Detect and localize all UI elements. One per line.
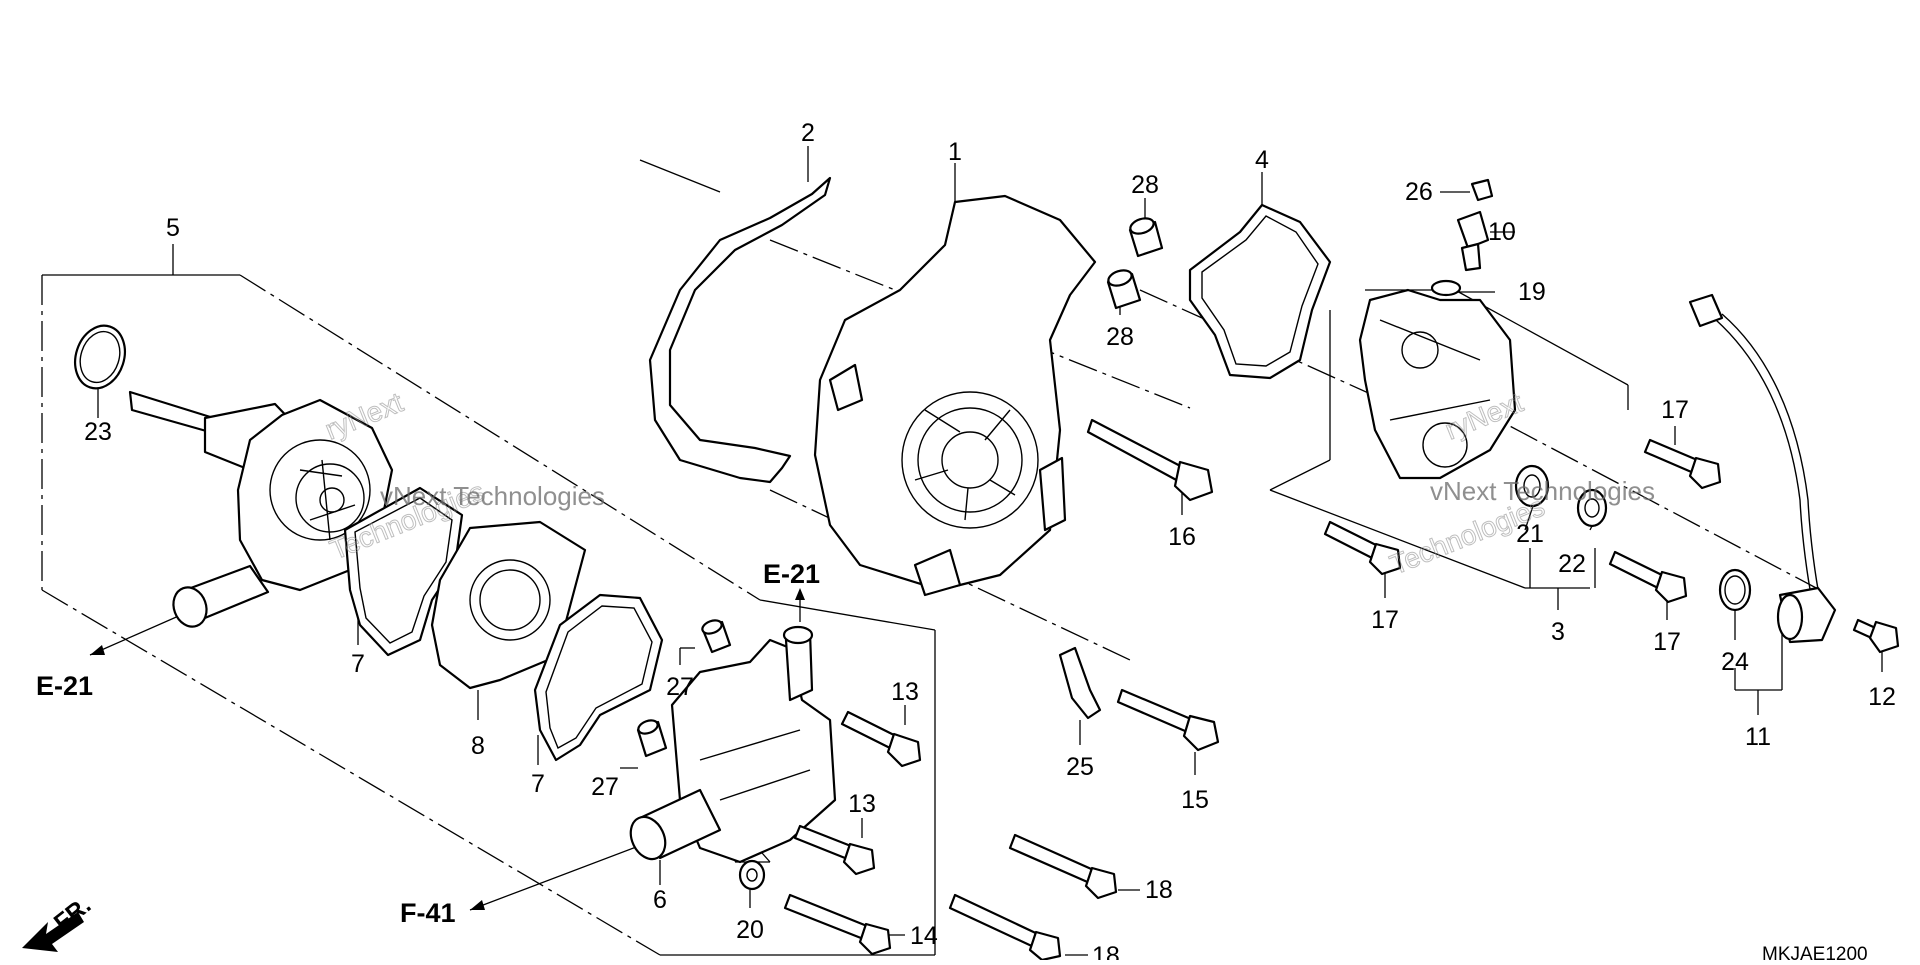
callout-16: 16	[1168, 523, 1196, 551]
part-bolt-14	[783, 893, 892, 956]
part-bolt-13a	[840, 710, 922, 768]
callout-22: 22	[1558, 550, 1586, 578]
part-bolt-12	[1852, 618, 1900, 654]
part-pump-cover-6	[629, 625, 837, 864]
watermark-combined-a: vNext Technologies	[380, 481, 605, 511]
part-speed-sensor-11	[1688, 293, 1837, 644]
callout-25: 25	[1066, 753, 1094, 781]
part-gasket-7-right	[533, 593, 664, 762]
part-washer-20	[738, 859, 766, 891]
part-bolt-16	[1086, 418, 1214, 502]
part-dowel-27a	[701, 619, 732, 654]
part-gasket-7-left	[343, 486, 464, 657]
diagram-code: MKJAE1200	[1762, 944, 1868, 960]
callout-labels: 1 2 3 4 5 6 7 7 8 10 11 12 13 13 14 15 1…	[84, 119, 1896, 965]
callout-2: 2	[801, 119, 815, 147]
callout-19: 19	[1518, 278, 1546, 306]
part-bolt-17b	[1323, 520, 1402, 576]
part-bolt-13b	[793, 824, 876, 876]
callout-6: 6	[653, 886, 667, 914]
part-bolt-15	[1116, 688, 1220, 752]
callout-17c: 17	[1653, 628, 1681, 656]
callout-26: 26	[1405, 178, 1433, 206]
part-housing-3	[1358, 288, 1517, 480]
reference-e21-left: E-21	[36, 671, 93, 701]
part-dowel-27b	[636, 719, 668, 758]
part-dowel-28b	[1106, 269, 1142, 310]
callout-3: 3	[1551, 618, 1565, 646]
part-bolt-17a	[1643, 438, 1722, 490]
callout-8: 8	[471, 732, 485, 760]
part-plug-26	[1470, 178, 1494, 202]
callout-14: 14	[910, 922, 938, 950]
part-sensor-10	[1456, 210, 1490, 272]
callout-24: 24	[1721, 648, 1749, 676]
callout-17b: 17	[1371, 606, 1399, 634]
part-o-ring-23	[74, 324, 126, 390]
part-gasket-2	[648, 176, 832, 484]
callout-7-left: 7	[351, 650, 365, 678]
part-bearing-21	[1514, 464, 1550, 508]
callout-15: 15	[1181, 786, 1209, 814]
callout-28b: 28	[1106, 323, 1134, 351]
callout-17a: 17	[1661, 396, 1689, 424]
callout-12: 12	[1868, 683, 1896, 711]
callout-27b: 27	[591, 773, 619, 801]
part-gasket-4	[1188, 203, 1332, 380]
callout-5: 5	[166, 214, 180, 242]
watermark-combined-b: vNext Technologies	[1430, 476, 1655, 506]
callout-18b: 18	[1092, 942, 1120, 960]
callout-28a: 28	[1131, 171, 1159, 199]
callout-20: 20	[736, 916, 764, 944]
part-bolt-17c	[1608, 550, 1688, 604]
callout-13a: 13	[891, 678, 919, 706]
part-seal-22	[1576, 488, 1608, 528]
callout-10: 10	[1488, 218, 1516, 246]
callout-4: 4	[1255, 146, 1269, 174]
callout-11: 11	[1745, 723, 1771, 751]
part-plate-8	[430, 520, 587, 690]
callout-1: 1	[948, 138, 962, 166]
callout-7-right: 7	[531, 770, 545, 798]
callout-18a: 18	[1145, 876, 1173, 904]
callout-13b: 13	[848, 790, 876, 818]
part-bolt-18a	[1008, 833, 1118, 900]
part-clamp-25	[1058, 646, 1102, 720]
part-bolt-18b	[948, 893, 1062, 962]
reference-e21-center: E-21	[763, 559, 820, 589]
front-direction-arrow-icon	[22, 912, 84, 952]
reference-f41: F-41	[400, 898, 456, 928]
callout-27a: 27	[666, 673, 694, 701]
reference-labels: E-21 E-21 F-41 FR. MKJAE1200	[36, 559, 1868, 965]
part-o-ring-24	[1718, 568, 1752, 612]
callout-23: 23	[84, 418, 112, 446]
callout-21: 21	[1516, 520, 1544, 548]
part-cover-1	[813, 194, 1097, 597]
part-dowel-28a	[1128, 217, 1164, 258]
part-o-ring-19	[1430, 279, 1462, 297]
